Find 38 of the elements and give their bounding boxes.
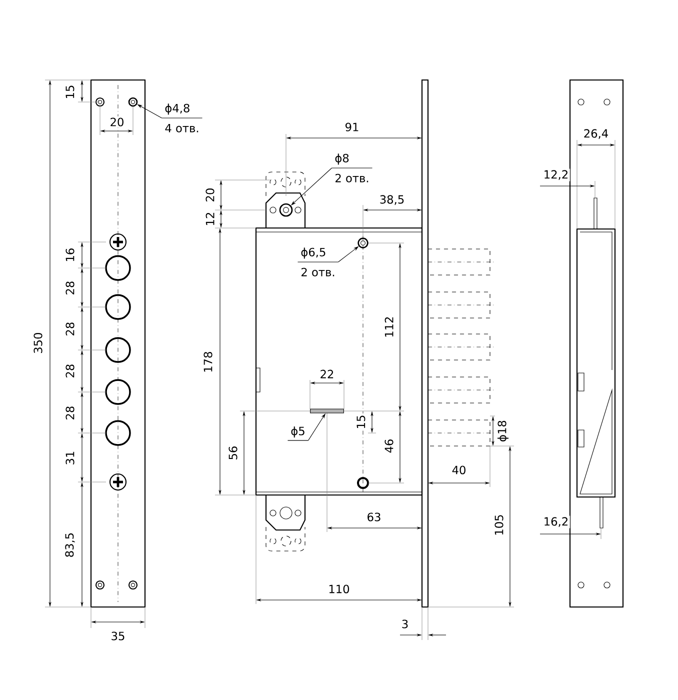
hole <box>279 203 293 217</box>
dimension-label: 110 <box>326 583 352 595</box>
dimension-label: 350 <box>32 330 44 356</box>
dimension-label: 178 <box>202 350 214 374</box>
dimension-label: 56 <box>227 444 239 462</box>
dimension-label: 28 <box>64 320 76 338</box>
dimension-label: 105 <box>493 512 505 538</box>
dimension-label: 31 <box>64 449 76 467</box>
dimension-label: 12,2 <box>542 168 570 182</box>
hole <box>358 238 368 248</box>
dimension-label: 26,4 <box>582 128 610 140</box>
dimension-label: 16 <box>64 246 76 264</box>
dimension-label: 40 <box>450 464 468 476</box>
dimension-callout: ϕ5 <box>287 426 309 441</box>
dimension-label: 22 <box>318 368 336 380</box>
dimension-label: 28 <box>64 362 76 380</box>
pin <box>310 408 344 414</box>
dimension-label: 28 <box>64 404 76 422</box>
dimension-label: 3 <box>400 618 410 630</box>
dimension-label: 46 <box>383 437 395 455</box>
dimension-label: 20 <box>204 186 216 204</box>
dimension-label: 38,5 <box>378 194 406 206</box>
dimension-callout: ϕ4,8 4 отв. <box>161 104 203 132</box>
dimension-label: 35 <box>109 630 127 642</box>
dimension-label: 83,5 <box>64 531 76 559</box>
dimension-callout: ϕ8 2 отв. <box>331 154 373 182</box>
hole <box>128 97 138 107</box>
dimension-label: 112 <box>383 314 395 340</box>
dimension-label: 12 <box>204 210 216 228</box>
dimension-label: 63 <box>365 511 383 523</box>
dimension-label: 28 <box>64 279 76 297</box>
dimension-label: 16,2 <box>542 516 570 528</box>
dimension-label: 91 <box>343 121 361 133</box>
dimension-label: ϕ18 <box>496 418 510 444</box>
dimension-label: 15 <box>355 413 367 431</box>
dimension-label: 15 <box>64 83 76 101</box>
dimension-label: 20 <box>108 116 126 128</box>
dimension-callout: ϕ6,5 2 отв. <box>297 248 339 276</box>
